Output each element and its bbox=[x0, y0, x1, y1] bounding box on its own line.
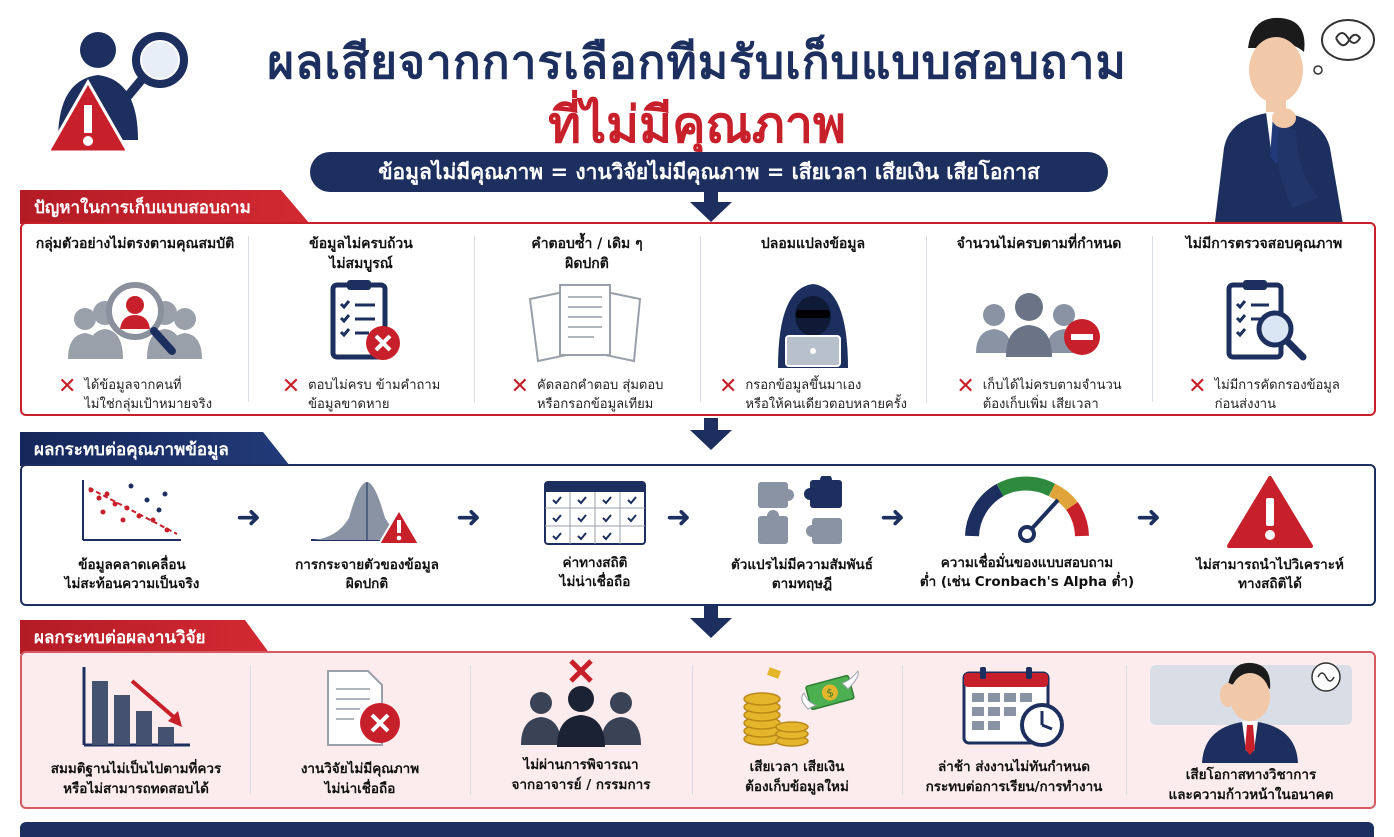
research-effect-item-6: เสียโอกาสทางวิชาการและความก้าวหน้าในอนาค… bbox=[1126, 653, 1376, 807]
table-check-icon bbox=[543, 480, 647, 550]
section-heading-problems-label: ปัญหาในการเก็บแบบสอบถาม bbox=[34, 197, 251, 218]
hacker-icon bbox=[758, 276, 868, 368]
problem-item-5: จำนวนไม่ครบตามที่กำหนด ✕ เก็บได้ไม่ครบตา… bbox=[956, 236, 1122, 412]
x-mark-icon: ✕ bbox=[718, 374, 738, 399]
flow-arrow-right: ➜ bbox=[880, 500, 906, 535]
x-mark-icon: ✕ bbox=[1188, 374, 1207, 399]
bell-curve-warning-icon bbox=[307, 478, 427, 552]
coins-flying-money-icon: $ bbox=[732, 663, 862, 749]
clipboard-search-icon bbox=[1209, 276, 1319, 368]
data-effects-panel: ข้อมูลคลาดเคลื่อนไม่สะท้อนความเป็นจริง ➜… bbox=[20, 464, 1376, 606]
committee-x-icon bbox=[511, 657, 651, 749]
problem-item-2: ข้อมูลไม่ครบถ้วนไม่สมบูรณ์ ✕ ตอบไม่ครบ ข… bbox=[281, 236, 441, 412]
data-effect-item-5: ความเชื่อมั่นของแบบสอบถามต่ำ (เช่น Cronb… bbox=[912, 466, 1142, 604]
flow-arrow-right: ➜ bbox=[236, 500, 262, 535]
warning-triangle-icon bbox=[1225, 474, 1315, 554]
section-heading-research-effects-label: ผลกระทบต่อผลงานวิจัย bbox=[34, 627, 206, 648]
page-title-line2: ที่ไม่มีคุณภาพ bbox=[548, 96, 846, 154]
documents-icon bbox=[522, 276, 652, 368]
research-effect-item-5: ล่าช้า ส่งงานไม่ทันกำหนดกระทบต่อการเรียน… bbox=[902, 653, 1126, 807]
problem-title: คำตอบซ้ำ / เดิม ๆผิดปกติ bbox=[531, 236, 643, 272]
problem-item-3: คำตอบซ้ำ / เดิม ๆผิดปกติ ✕ คัดลอกคำตอบ ส… bbox=[510, 236, 664, 412]
data-effect-item-1: ข้อมูลคลาดเคลื่อนไม่สะท้อนความเป็นจริง bbox=[32, 466, 232, 604]
research-effects-panel: สมมติฐานไม่เป็นไปตามที่ควรหรือไม่สามารถท… bbox=[20, 651, 1376, 809]
flow-arrow-down-3 bbox=[686, 606, 736, 642]
problem-item-6: ไม่มีการตรวจสอบคุณภาพ ✕ ไม่มีการคัดกรองข… bbox=[1185, 236, 1343, 412]
page-title-line1: ผลเสียจากการเลือกทีมรับเก็บแบบสอบถาม bbox=[267, 35, 1127, 89]
bar-decline-icon bbox=[76, 665, 196, 749]
calendar-clock-icon bbox=[954, 663, 1074, 749]
people-magnifier-icon bbox=[60, 276, 210, 368]
flow-arrow-right: ➜ bbox=[1136, 500, 1162, 535]
flow-arrow-right: ➜ bbox=[456, 500, 482, 535]
flow-arrow-down-2 bbox=[686, 418, 736, 454]
problem-title: ไม่มีการตรวจสอบคุณภาพ bbox=[1185, 236, 1343, 252]
research-effect-item-1: สมมติฐานไม่เป็นไปตามที่ควรหรือไม่สามารถท… bbox=[22, 653, 250, 807]
problem-item-4: ปลอมแปลงข้อมูล ✕ กรอกข้อมูลขึ้นมาเองหรือ… bbox=[718, 236, 908, 412]
group-minus-icon bbox=[964, 276, 1114, 368]
flow-arrow-down-1 bbox=[686, 192, 736, 226]
detective-warning-illustration bbox=[28, 20, 198, 160]
problem-title: ปลอมแปลงข้อมูล bbox=[760, 236, 866, 252]
problem-title: ข้อมูลไม่ครบถ้วนไม่สมบูรณ์ bbox=[309, 236, 413, 272]
data-effect-item-4: ตัวแปรไม่มีความสัมพันธ์ตามทฤษฎี bbox=[702, 466, 902, 604]
svg-text:$: $ bbox=[825, 686, 835, 700]
thinking-businessman-illustration bbox=[1200, 8, 1380, 230]
section-heading-problems: ปัญหาในการเก็บแบบสอบถาม bbox=[20, 190, 310, 224]
research-effect-item-3: ไม่ผ่านการพิจารณาจากอาจารย์ / กรรมการ bbox=[470, 653, 692, 807]
section-heading-research-effects: ผลกระทบต่อผลงานวิจัย bbox=[20, 620, 270, 654]
x-mark-icon: ✕ bbox=[510, 374, 529, 399]
x-mark-icon: ✕ bbox=[956, 374, 975, 399]
data-effect-item-2: การกระจายตัวของข้อมูลผิดปกติ bbox=[272, 466, 462, 604]
research-effect-item-4: $ เสียเวลา เสียเงินต้องเก็บข้อมูลใหม่ bbox=[692, 653, 902, 807]
data-effect-item-3: ค่าทางสถิติไม่น่าเชื่อถือ bbox=[500, 466, 690, 604]
x-mark-icon: ✕ bbox=[57, 374, 77, 399]
research-effect-item-2: งานวิจัยไม่มีคุณภาพไม่น่าเชื่อถือ bbox=[250, 653, 470, 807]
section-heading-data-effects: ผลกระทบต่อคุณภาพข้อมูล bbox=[20, 432, 290, 466]
problems-panel: กลุ่มตัวอย่างไม่ตรงตามคุณสมบัติ ✕ ได้ข้อ… bbox=[20, 222, 1376, 416]
data-effect-item-6: ไม่สามารถนำไปวิเคราะห์ทางสถิติได้ bbox=[1172, 466, 1368, 604]
stressed-man-icon bbox=[1146, 655, 1356, 763]
flow-arrow-right: ➜ bbox=[666, 500, 692, 535]
gauge-icon bbox=[962, 474, 1092, 550]
problem-title: กลุ่มตัวอย่างไม่ตรงตามคุณสมบัติ bbox=[35, 236, 235, 252]
section-heading-data-effects-label: ผลกระทบต่อคุณภาพข้อมูล bbox=[34, 439, 229, 460]
puzzle-icon bbox=[752, 474, 852, 554]
problem-title: จำนวนไม่ครบตามที่กำหนด bbox=[956, 236, 1122, 252]
footer-bar bbox=[20, 822, 1374, 837]
x-mark-icon: ✕ bbox=[281, 374, 301, 399]
document-x-icon bbox=[310, 665, 410, 749]
clipboard-x-icon bbox=[311, 276, 411, 368]
problem-item-1: กลุ่มตัวอย่างไม่ตรงตามคุณสมบัติ ✕ ได้ข้อ… bbox=[35, 236, 235, 412]
scatter-decline-icon bbox=[77, 476, 187, 550]
summary-banner: ข้อมูลไม่มีคุณภาพ = งานวิจัยไม่มีคุณภาพ … bbox=[310, 152, 1108, 192]
